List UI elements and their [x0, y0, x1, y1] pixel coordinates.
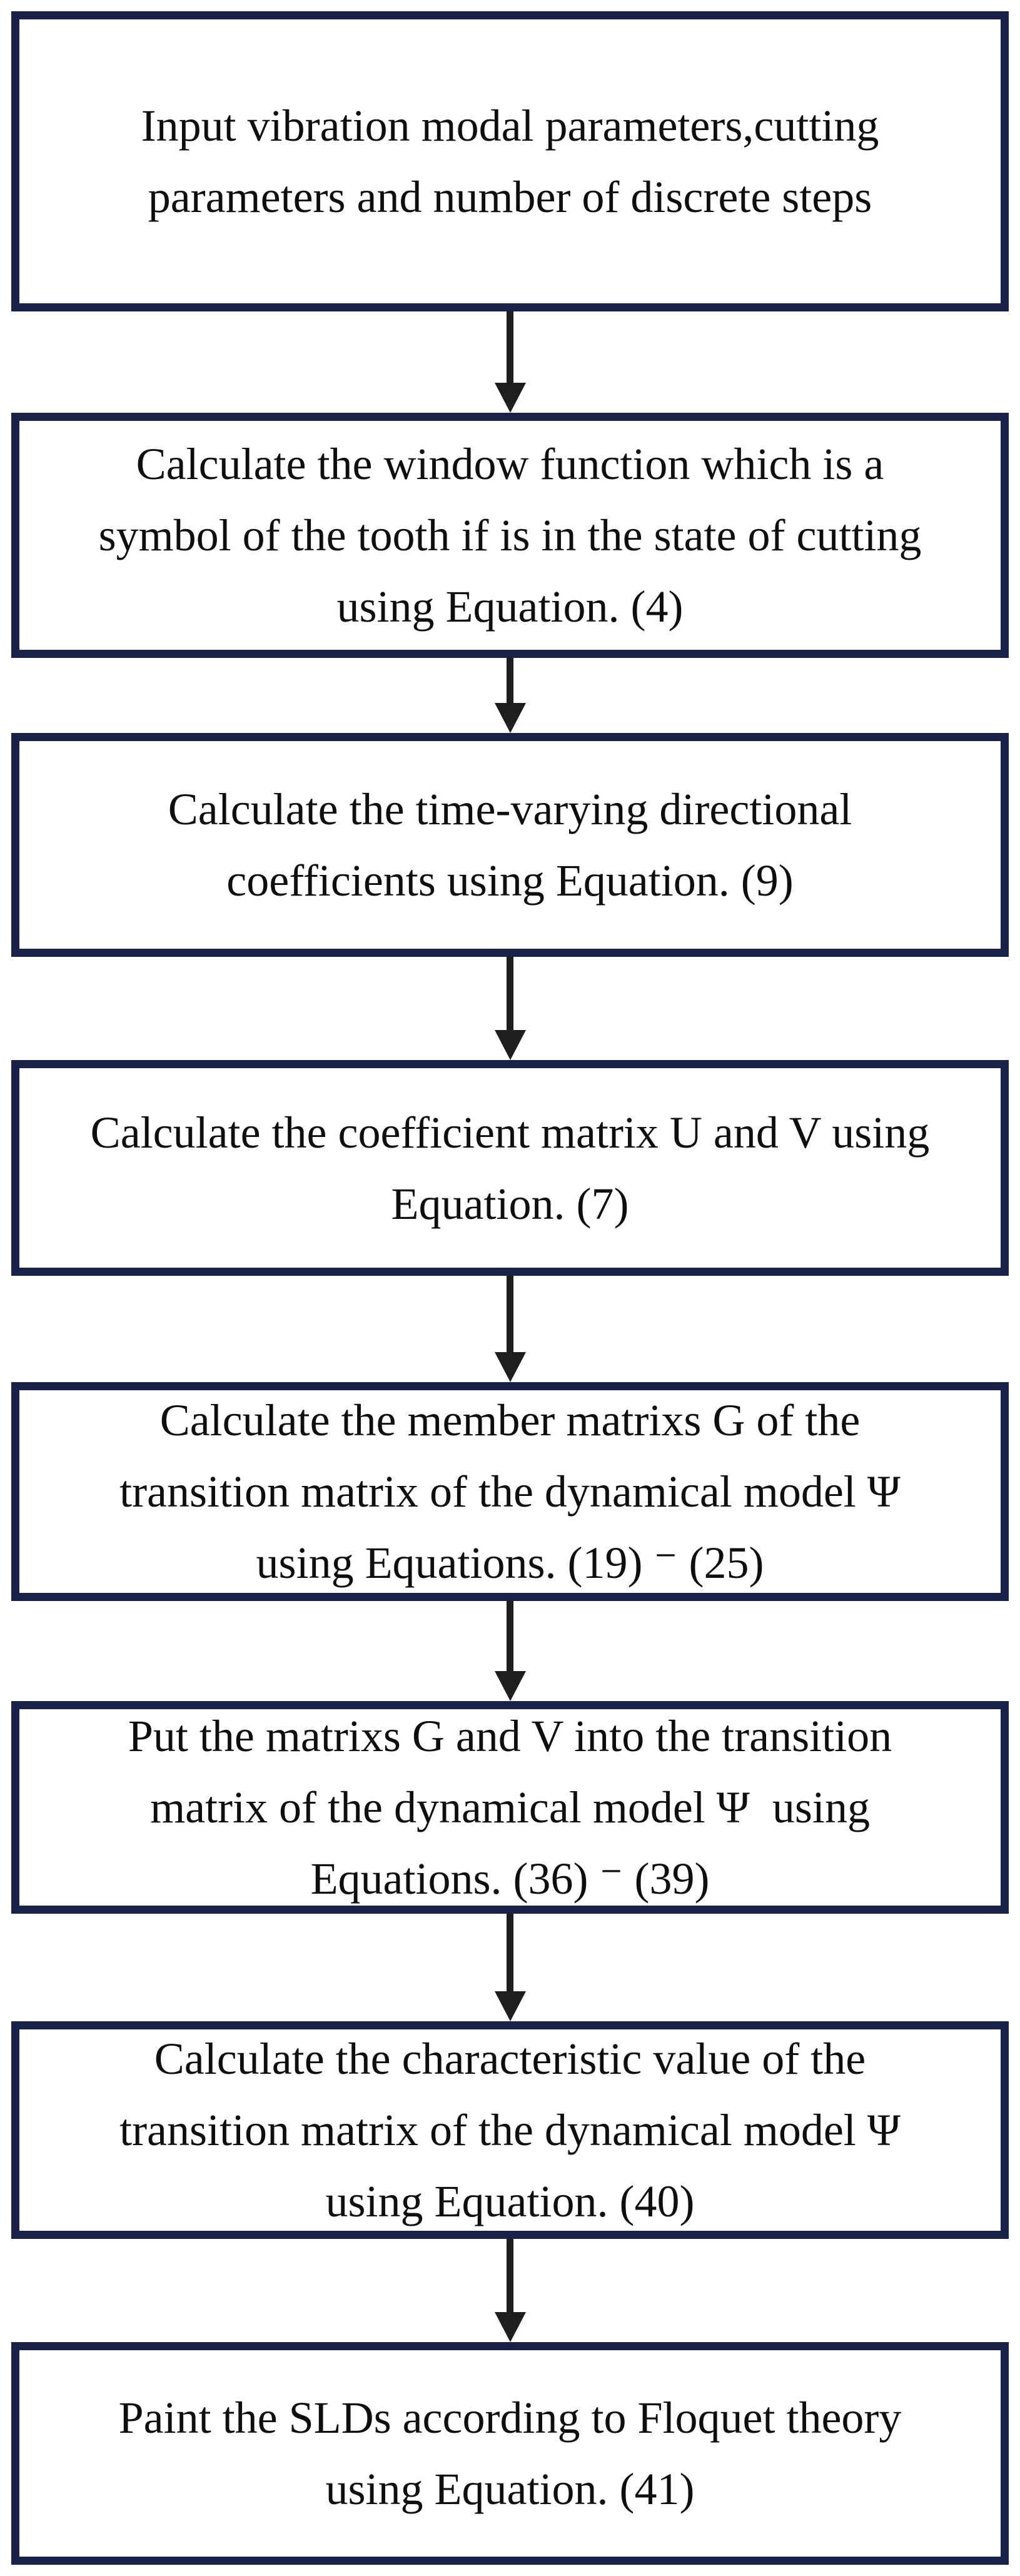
- step-text-line: Paint the SLDs according to Floquet theo…: [118, 2393, 902, 2443]
- flowchart-step: Paint the SLDs according to Floquet theo…: [0, 2342, 1020, 2565]
- step-text-line: using Equation. (4): [336, 582, 684, 632]
- arrow-down-icon: [494, 1276, 526, 1382]
- flowchart-step: Calculate the coefficient matrix U and V…: [0, 1060, 1020, 1382]
- flowchart-step: Calculate the time-varying directional co…: [0, 733, 1020, 1060]
- flowchart-step: Calculate the characteristic value of th…: [0, 2021, 1020, 2342]
- arrow-shaft: [507, 1276, 513, 1353]
- step-text-line: Equation. (7): [391, 1178, 629, 1229]
- step-text-line: Calculate the characteristic value of th…: [154, 2034, 866, 2084]
- arrow-down-icon: [494, 658, 526, 733]
- arrow-head: [494, 2312, 526, 2342]
- arrow-shaft: [507, 658, 513, 704]
- arrow-head: [494, 1352, 526, 1382]
- step-text-line: Calculate the coefficient matrix U and V…: [90, 1107, 930, 1158]
- arrow-shaft: [507, 2239, 513, 2313]
- step-text-line: Calculate the member matrixs G of the: [159, 1395, 861, 1445]
- arrow-down-icon: [494, 1914, 526, 2021]
- arrow-head: [494, 383, 526, 413]
- step-text-line: coefficients using Equation. (9): [226, 856, 794, 906]
- step-text-line: matrix of the dynamical model Ψ using: [150, 1782, 870, 1832]
- flowchart-step: Input vibration modal parameters,cutting…: [0, 11, 1020, 413]
- arrow-head: [494, 703, 526, 733]
- flowchart-step: Calculate the member matrixs G of the tra…: [0, 1382, 1020, 1701]
- step-text-line: using Equation. (40): [325, 2176, 695, 2226]
- arrow-down-icon: [494, 957, 526, 1060]
- process-box: Calculate the coefficient matrix U and V…: [11, 1060, 1009, 1276]
- arrow-shaft: [507, 1914, 513, 1993]
- step-text-line: Put the matrixs G and V into the transit…: [128, 1711, 892, 1761]
- arrow-down-icon: [494, 311, 526, 413]
- process-box: Input vibration modal parameters,cutting…: [11, 11, 1009, 311]
- process-box: Paint the SLDs according to Floquet theo…: [11, 2342, 1009, 2565]
- flowchart-step: Put the matrixs G and V into the transit…: [0, 1701, 1020, 2021]
- step-text-line: using Equation. (41): [325, 2464, 695, 2514]
- process-box: Calculate the window function which is a…: [11, 413, 1009, 658]
- arrow-head: [494, 1030, 526, 1060]
- step-text-line: Calculate the time-varying directional: [168, 784, 852, 834]
- arrow-shaft: [507, 1601, 513, 1672]
- step-text-line: Calculate the window function which is a: [136, 439, 884, 489]
- step-text-line: Input vibration modal parameters,cutting: [141, 101, 879, 151]
- arrow-down-icon: [494, 2239, 526, 2342]
- step-text-line: transition matrix of the dynamical model…: [119, 2105, 901, 2155]
- flowchart-step: Calculate the window function which is a…: [0, 413, 1020, 733]
- step-text-line: Equations. (36) ⁻ (39): [310, 1854, 710, 1904]
- step-text-line: transition matrix of the dynamical model…: [119, 1467, 901, 1517]
- arrow-head: [494, 1991, 526, 2021]
- arrow-down-icon: [494, 1601, 526, 1701]
- arrow-shaft: [507, 957, 513, 1031]
- step-text-line: parameters and number of discrete steps: [148, 172, 872, 222]
- process-box: Put the matrixs G and V into the transit…: [11, 1701, 1009, 1914]
- step-text-line: using Equations. (19) ⁻ (25): [256, 1538, 764, 1588]
- arrow-head: [494, 1671, 526, 1701]
- process-box: Calculate the time-varying directional co…: [11, 733, 1009, 957]
- process-box: Calculate the characteristic value of th…: [11, 2021, 1009, 2239]
- arrow-shaft: [507, 311, 513, 384]
- process-box: Calculate the member matrixs G of the tra…: [11, 1382, 1009, 1601]
- step-text-line: symbol of the tooth if is in the state o…: [98, 510, 922, 560]
